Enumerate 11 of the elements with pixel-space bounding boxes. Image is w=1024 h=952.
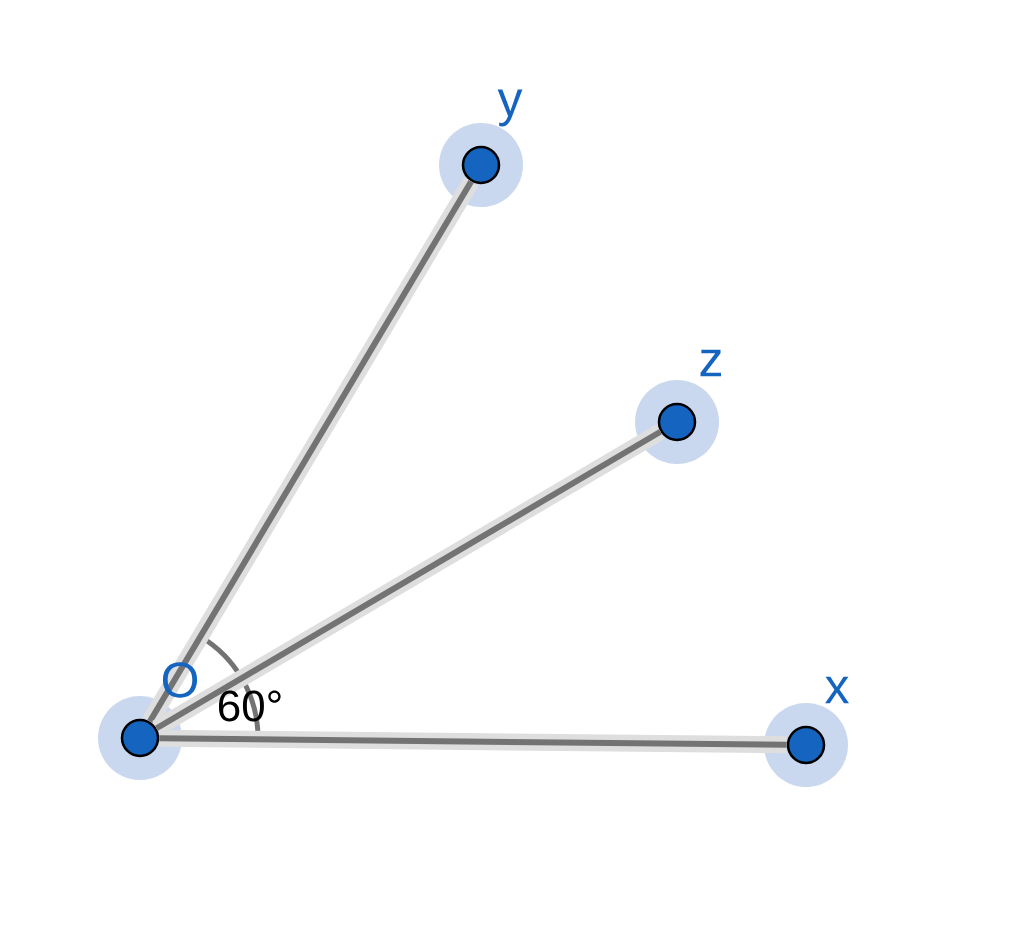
point <box>657 402 697 442</box>
point-label: x <box>825 676 849 704</box>
point-label: z <box>700 349 721 377</box>
point <box>120 718 160 758</box>
line-segment <box>159 729 787 754</box>
line-segment <box>142 177 479 726</box>
point-label: y <box>497 89 523 127</box>
angle-label: 60° <box>218 690 281 722</box>
point <box>786 725 826 765</box>
point-label: O <box>162 662 198 698</box>
point <box>461 145 501 185</box>
